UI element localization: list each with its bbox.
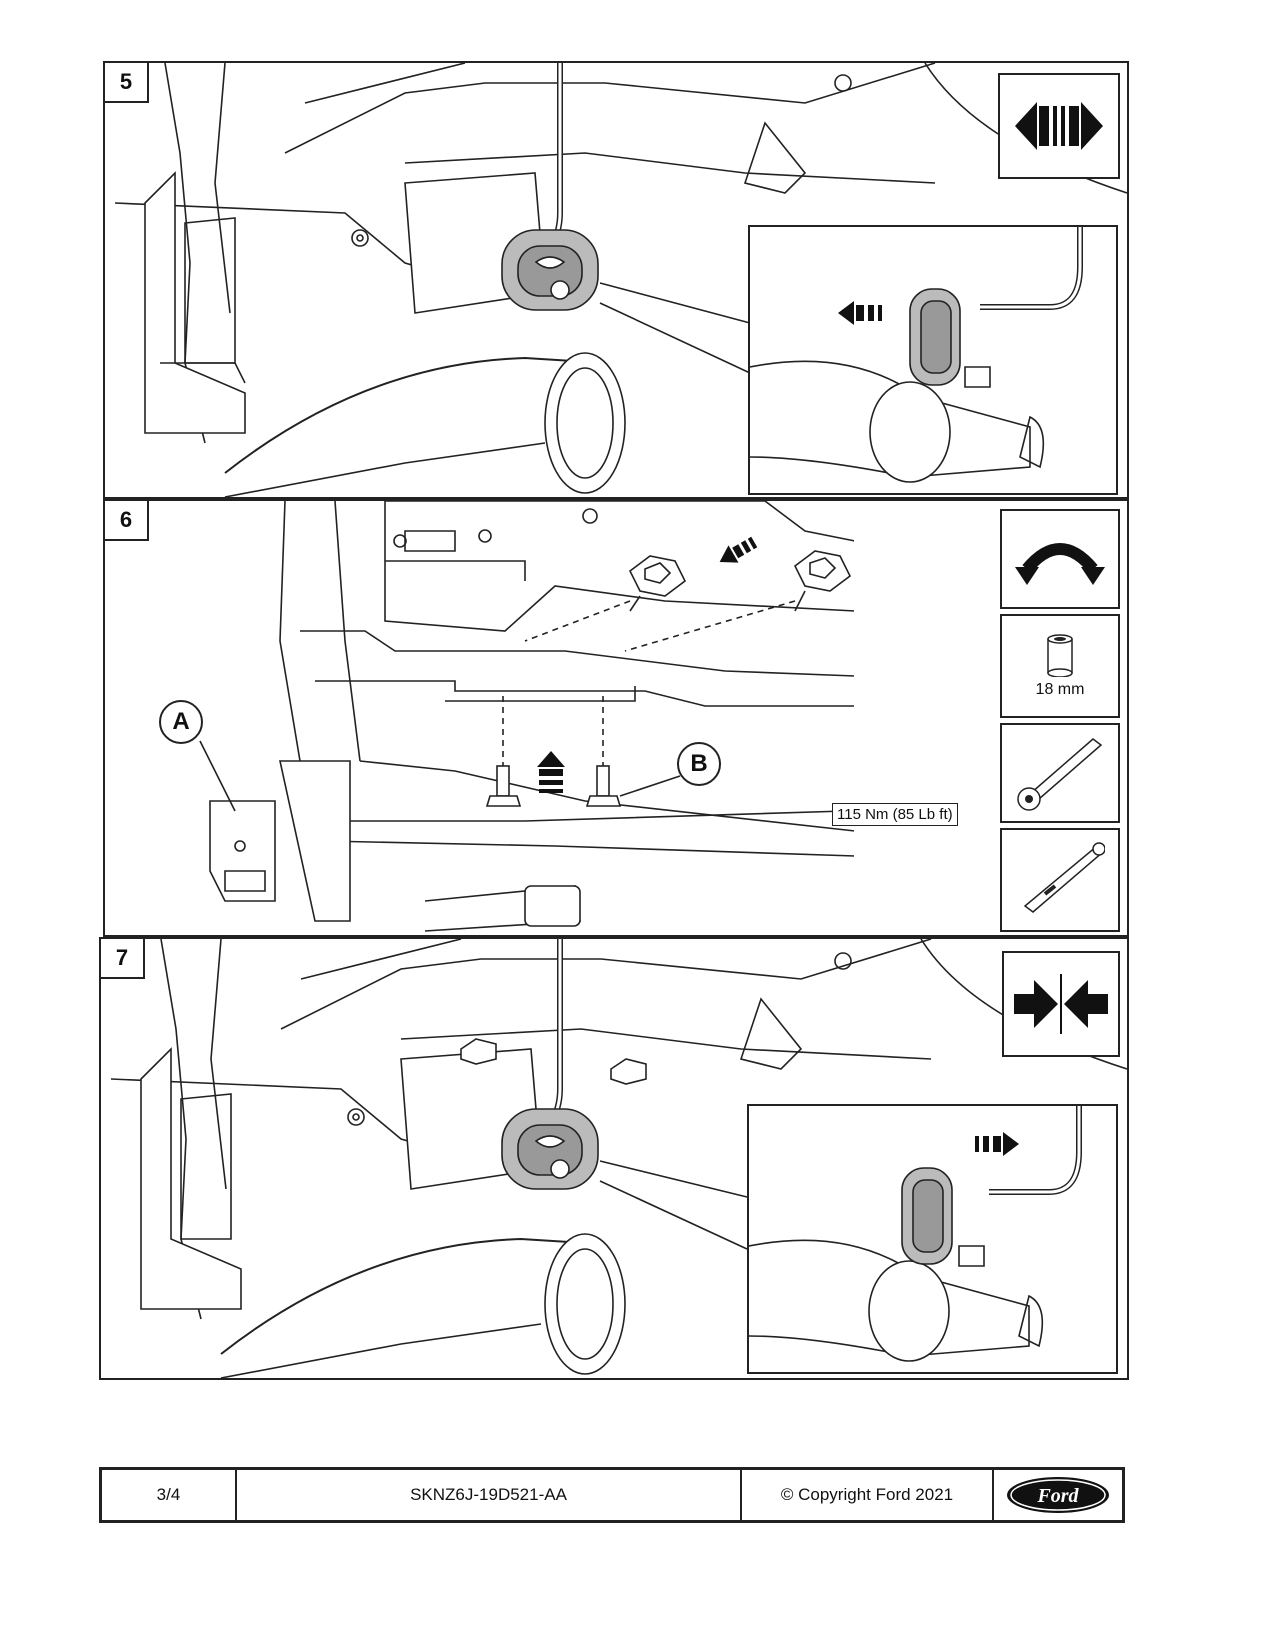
copyright: © Copyright Ford 2021 xyxy=(742,1470,994,1520)
step-5-panel: 5 xyxy=(103,61,1129,499)
page-number: 3/4 xyxy=(102,1470,237,1520)
rubber-isolator xyxy=(501,1108,599,1190)
socket-size-label: 18 mm xyxy=(1035,681,1085,698)
part-number: SKNZ6J-19D521-AA xyxy=(237,1470,742,1520)
bolt-lower-2 xyxy=(585,765,622,807)
step-number: 6 xyxy=(105,501,149,541)
document-footer: 3/4 SKNZ6J-19D521-AA © Copyright Ford 20… xyxy=(99,1467,1125,1523)
arrow-left-icon xyxy=(838,301,882,325)
bolt-lower-1 xyxy=(485,765,522,807)
callout-a: A xyxy=(159,700,203,744)
callout-b: B xyxy=(677,742,721,786)
ford-logo: Ford xyxy=(994,1470,1122,1520)
step-7-illustration xyxy=(110,939,1127,1378)
ratchet-wrench-icon xyxy=(1000,723,1120,823)
rotate-arrow-icon xyxy=(1000,509,1120,609)
detail-inset xyxy=(747,1104,1118,1374)
step-6-panel: 6 A B 115 Nm (85 Lb ft) 18 mm xyxy=(103,499,1129,937)
detail-inset xyxy=(748,225,1118,495)
step-7-panel: 7 xyxy=(99,937,1129,1380)
push-together-arrows-icon xyxy=(1002,951,1120,1057)
arrow-up-icon xyxy=(537,751,565,793)
rubber-isolator xyxy=(501,229,599,311)
step-5-illustration xyxy=(114,63,1127,497)
step-6-illustration xyxy=(199,501,856,932)
torque-spec: 115 Nm (85 Lb ft) xyxy=(832,803,958,826)
arrow-diagonal-icon xyxy=(719,536,758,563)
pull-apart-arrows-icon xyxy=(998,73,1120,179)
arrow-right-icon xyxy=(975,1132,1019,1156)
ford-logo-text: Ford xyxy=(1036,1485,1079,1507)
bolt-upper-1 xyxy=(628,555,687,612)
bolt-upper-2 xyxy=(793,550,852,612)
socket-icon: 18 mm xyxy=(1000,614,1120,718)
step-number: 5 xyxy=(105,63,149,103)
step-number: 7 xyxy=(101,939,145,979)
torque-wrench-icon xyxy=(1000,828,1120,932)
